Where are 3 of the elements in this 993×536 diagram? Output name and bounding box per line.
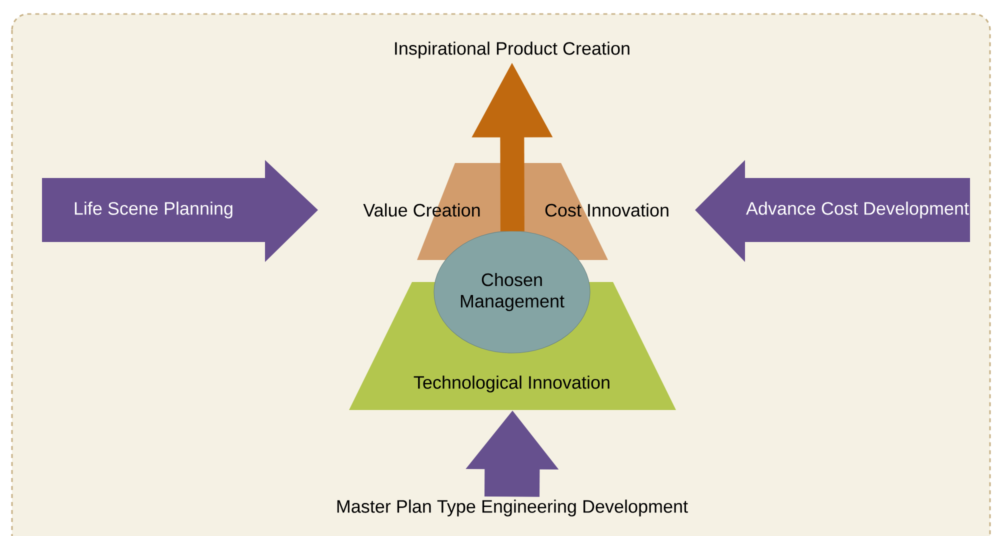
heading-text: Inspirational Product Creation [395, 42, 630, 58]
heading-text: Master Plan Type Engineering Development [337, 500, 688, 516]
ellipse-block: Chosen Management [434, 230, 590, 354]
